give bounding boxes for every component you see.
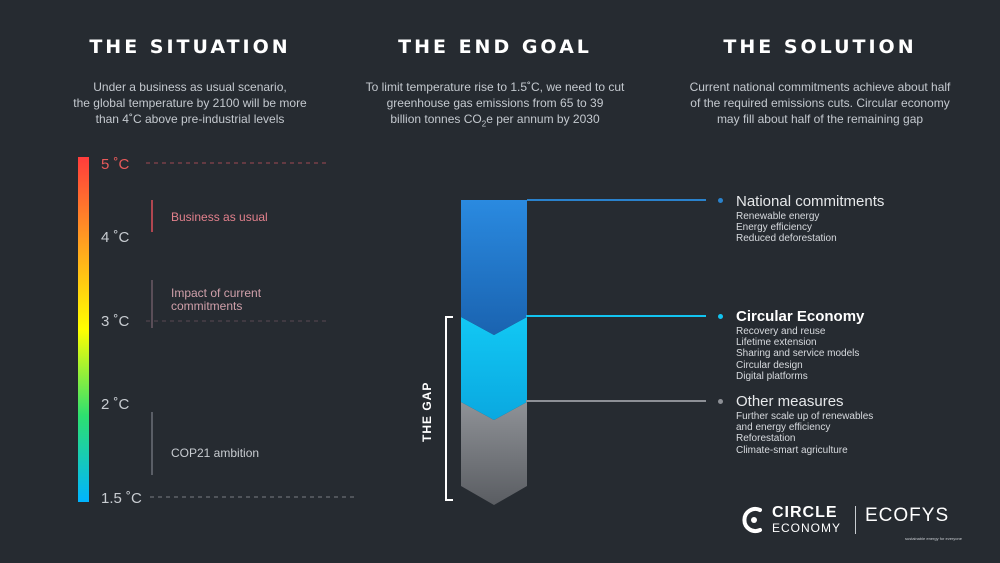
co2-prefix: billion tonnes CO bbox=[390, 112, 482, 126]
measure-item: Reforestation bbox=[736, 433, 796, 445]
circle-economy-logo-icon bbox=[742, 507, 762, 533]
other-measures-segment bbox=[461, 402, 527, 505]
gap-bracket bbox=[445, 316, 453, 501]
measure-national-commitments: National commitments Renewable energy En… bbox=[736, 193, 884, 245]
measure-title: Other measures bbox=[736, 393, 844, 410]
measure-item: Recovery and reuse bbox=[736, 326, 826, 337]
situation-desc-line: than 4˚C above pre-industrial levels bbox=[95, 112, 285, 126]
other-measures-connector bbox=[526, 400, 706, 402]
measure-item: Energy efficiency bbox=[736, 222, 812, 234]
measure-item: Circular design bbox=[736, 359, 803, 371]
situation-description: Under a business as usual scenario, the … bbox=[30, 79, 350, 127]
measure-item: Lifetime extension bbox=[736, 337, 817, 349]
national-commitments-segment bbox=[461, 200, 527, 335]
end-goal-desc-line: greenhouse gas emissions from 65 to 39 bbox=[386, 96, 604, 110]
logo-divider bbox=[855, 506, 856, 534]
end-goal-description: To limit temperature rise to 1.5˚C, we n… bbox=[345, 79, 645, 132]
temp-label-5: 5 ˚C bbox=[101, 156, 130, 173]
measure-item: and energy efficiency bbox=[736, 422, 831, 434]
situation-desc-line: Under a business as usual scenario, bbox=[93, 80, 287, 94]
ecofys-logo: ECOFYS bbox=[865, 505, 950, 526]
measure-title: National commitments bbox=[736, 193, 885, 210]
temp-label-2: 2 ˚C bbox=[101, 396, 130, 413]
measure-item: Sharing and service models bbox=[736, 348, 860, 360]
other-measures-dot bbox=[718, 399, 723, 404]
temp-label-4: 4 ˚C bbox=[101, 229, 130, 246]
ecofys-tagline: sustainable energy for everyone bbox=[905, 536, 962, 541]
range-label-commitments-line2: commitments bbox=[171, 299, 242, 313]
situation-title: THE SITUATION bbox=[89, 36, 291, 58]
measure-item: Renewable energy bbox=[736, 211, 820, 222]
gap-label: THE GAP bbox=[420, 382, 434, 442]
measure-title: Circular Economy bbox=[736, 308, 865, 325]
range-label-cop21: COP21 ambition bbox=[171, 446, 259, 460]
solution-desc-line: may fill about half of the remaining gap bbox=[716, 112, 924, 126]
measure-other-measures: Other measures Further scale up of renew… bbox=[736, 393, 873, 456]
co2-suffix: e per annum by 2030 bbox=[486, 112, 600, 126]
range-label-commitments-line1: Impact of current bbox=[171, 286, 262, 300]
circular-economy-segment bbox=[461, 317, 527, 420]
circular-economy-dot bbox=[718, 314, 723, 319]
solution-desc-line: of the required emissions cuts. Circular… bbox=[690, 96, 950, 110]
circle-economy-logo-subtext: ECONOMY bbox=[772, 521, 842, 535]
temperature-gradient-bar bbox=[78, 157, 89, 502]
measure-item: Climate-smart agriculture bbox=[736, 444, 848, 456]
circular-economy-connector bbox=[526, 315, 706, 317]
end-goal-desc-line: To limit temperature rise to 1.5˚C, we n… bbox=[365, 80, 625, 94]
solution-title: THE SOLUTION bbox=[723, 36, 917, 58]
range-label-business-as-usual: Business as usual bbox=[171, 210, 268, 224]
end-goal-title: THE END GOAL bbox=[398, 36, 592, 58]
end-goal-desc-line: billion tonnes CO2e per annum by 2030 bbox=[345, 111, 645, 132]
temp-label-1-5: 1.5 ˚C bbox=[101, 490, 142, 507]
solution-description: Current national commitments achieve abo… bbox=[665, 79, 975, 127]
measure-item: Digital platforms bbox=[736, 370, 808, 382]
measure-item: Further scale up of renewables bbox=[736, 411, 874, 422]
situation-desc-line: the global temperature by 2100 will be m… bbox=[73, 96, 307, 110]
co2-subscript: 2 bbox=[481, 119, 487, 129]
solution-desc-line: Current national commitments achieve abo… bbox=[689, 80, 951, 94]
temp-label-3: 3 ˚C bbox=[101, 313, 130, 330]
circle-economy-logo-text: CIRCLE bbox=[772, 504, 838, 521]
measure-circular-economy: Circular Economy Recovery and reuse Life… bbox=[736, 308, 864, 382]
measure-item: Reduced deforestation bbox=[736, 233, 837, 245]
national-commitments-dot bbox=[718, 198, 723, 203]
